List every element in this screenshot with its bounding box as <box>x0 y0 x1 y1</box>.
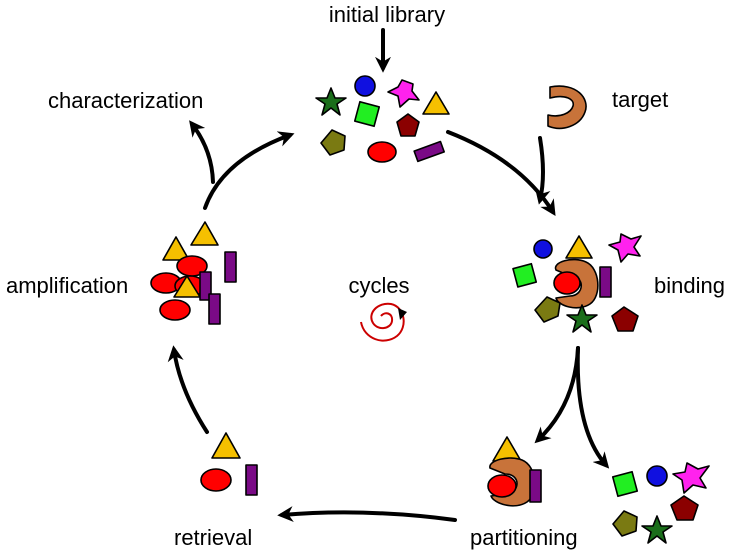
label-cycles: cycles <box>348 273 409 298</box>
dark-red-pentagon <box>396 113 420 137</box>
yellow-triangle <box>162 236 190 261</box>
olive-pentagon <box>320 129 346 156</box>
arrow-library-to-binding <box>446 130 556 217</box>
arrow-target-to-binding <box>534 136 551 205</box>
dark-red-pentagon <box>670 495 699 521</box>
label-binding: binding <box>654 273 725 298</box>
purple-bar <box>224 251 237 283</box>
olive-pentagon <box>612 510 638 537</box>
light-green-square <box>512 262 538 288</box>
yellow-triangle <box>565 235 593 259</box>
purple-bar <box>599 266 612 298</box>
yellow-triangle <box>422 91 450 115</box>
cycles-arrowhead <box>398 308 407 320</box>
red-ellipse <box>200 468 232 492</box>
arrow-amplification-to-library <box>203 131 295 210</box>
arrow-binding-to-partitioning <box>534 346 580 444</box>
magenta-star <box>387 79 420 108</box>
arrow-partitioning-to-retrieval <box>277 506 457 523</box>
label-amplification: amplification <box>6 273 128 298</box>
arrow-to-characterization <box>189 120 215 184</box>
label-initial-library: initial library <box>329 2 445 27</box>
label-characterization: characterization <box>48 88 203 113</box>
green-star <box>315 87 347 116</box>
library-cluster <box>315 75 450 163</box>
unbound-cluster <box>611 462 710 544</box>
red-ellipse <box>487 474 517 498</box>
red-ellipse <box>367 141 397 163</box>
red-ellipse <box>553 271 581 295</box>
arrow-retrieval-to-amplification <box>167 345 209 434</box>
amplification-cluster <box>150 221 237 325</box>
green-star <box>566 304 598 333</box>
magenta-star <box>608 233 642 263</box>
blue-circle <box>533 239 553 259</box>
arrow-binding-to-unbound <box>575 346 610 469</box>
label-target: target <box>612 87 668 112</box>
purple-bar <box>245 464 258 496</box>
dark-red-pentagon <box>611 306 639 332</box>
magenta-star <box>672 462 710 494</box>
partitioning-cluster <box>487 436 542 507</box>
purple-bar <box>208 293 221 325</box>
light-green-square <box>353 100 381 128</box>
purple-bar <box>199 271 212 301</box>
yellow-triangle <box>173 275 201 298</box>
light-green-square <box>611 470 639 498</box>
green-star <box>641 515 673 544</box>
blue-circle <box>646 465 668 487</box>
label-partitioning: partitioning <box>470 525 578 550</box>
target-molecule <box>547 85 587 130</box>
retrieval-cluster <box>200 432 258 496</box>
binding-cluster <box>512 233 642 333</box>
purple-bar <box>529 469 542 503</box>
cycles-spiral <box>360 302 405 342</box>
purple-bar <box>413 140 446 163</box>
olive-pentagon <box>534 296 561 323</box>
red-ellipse <box>159 299 191 321</box>
yellow-triangle <box>190 221 219 246</box>
yellow-triangle <box>211 432 241 459</box>
label-retrieval: retrieval <box>174 525 252 550</box>
blue-circle <box>354 75 376 97</box>
